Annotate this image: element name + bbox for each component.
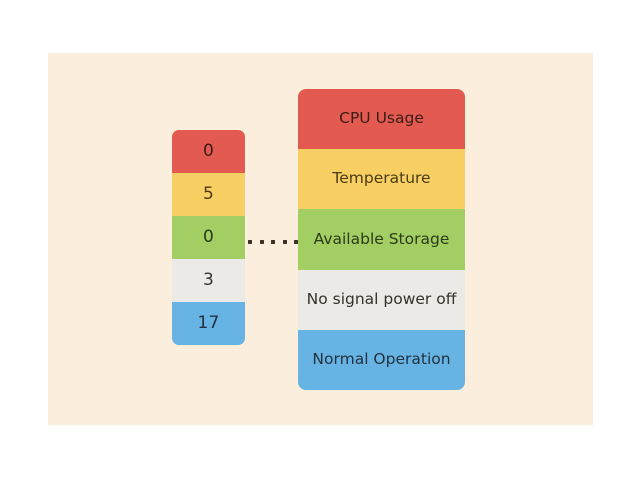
connector-dot <box>259 240 264 244</box>
label-cell: Available Storage <box>298 209 465 270</box>
value-cell: 5 <box>172 173 245 216</box>
connector-dot <box>282 240 287 244</box>
value-cell: 3 <box>172 259 245 302</box>
label-cell: CPU Usage <box>298 89 465 150</box>
label-cell: Normal Operation <box>298 329 465 390</box>
label-cell: Temperature <box>298 149 465 210</box>
connector-dot <box>271 240 275 244</box>
value-cell: 0 <box>172 216 245 259</box>
value-cell: 17 <box>172 302 245 345</box>
connector-dot <box>294 240 298 244</box>
label-cell: No signal power off <box>298 269 465 330</box>
value-cell: 0 <box>172 130 245 173</box>
dotted-connector <box>248 239 298 245</box>
connector-dot <box>248 240 252 244</box>
